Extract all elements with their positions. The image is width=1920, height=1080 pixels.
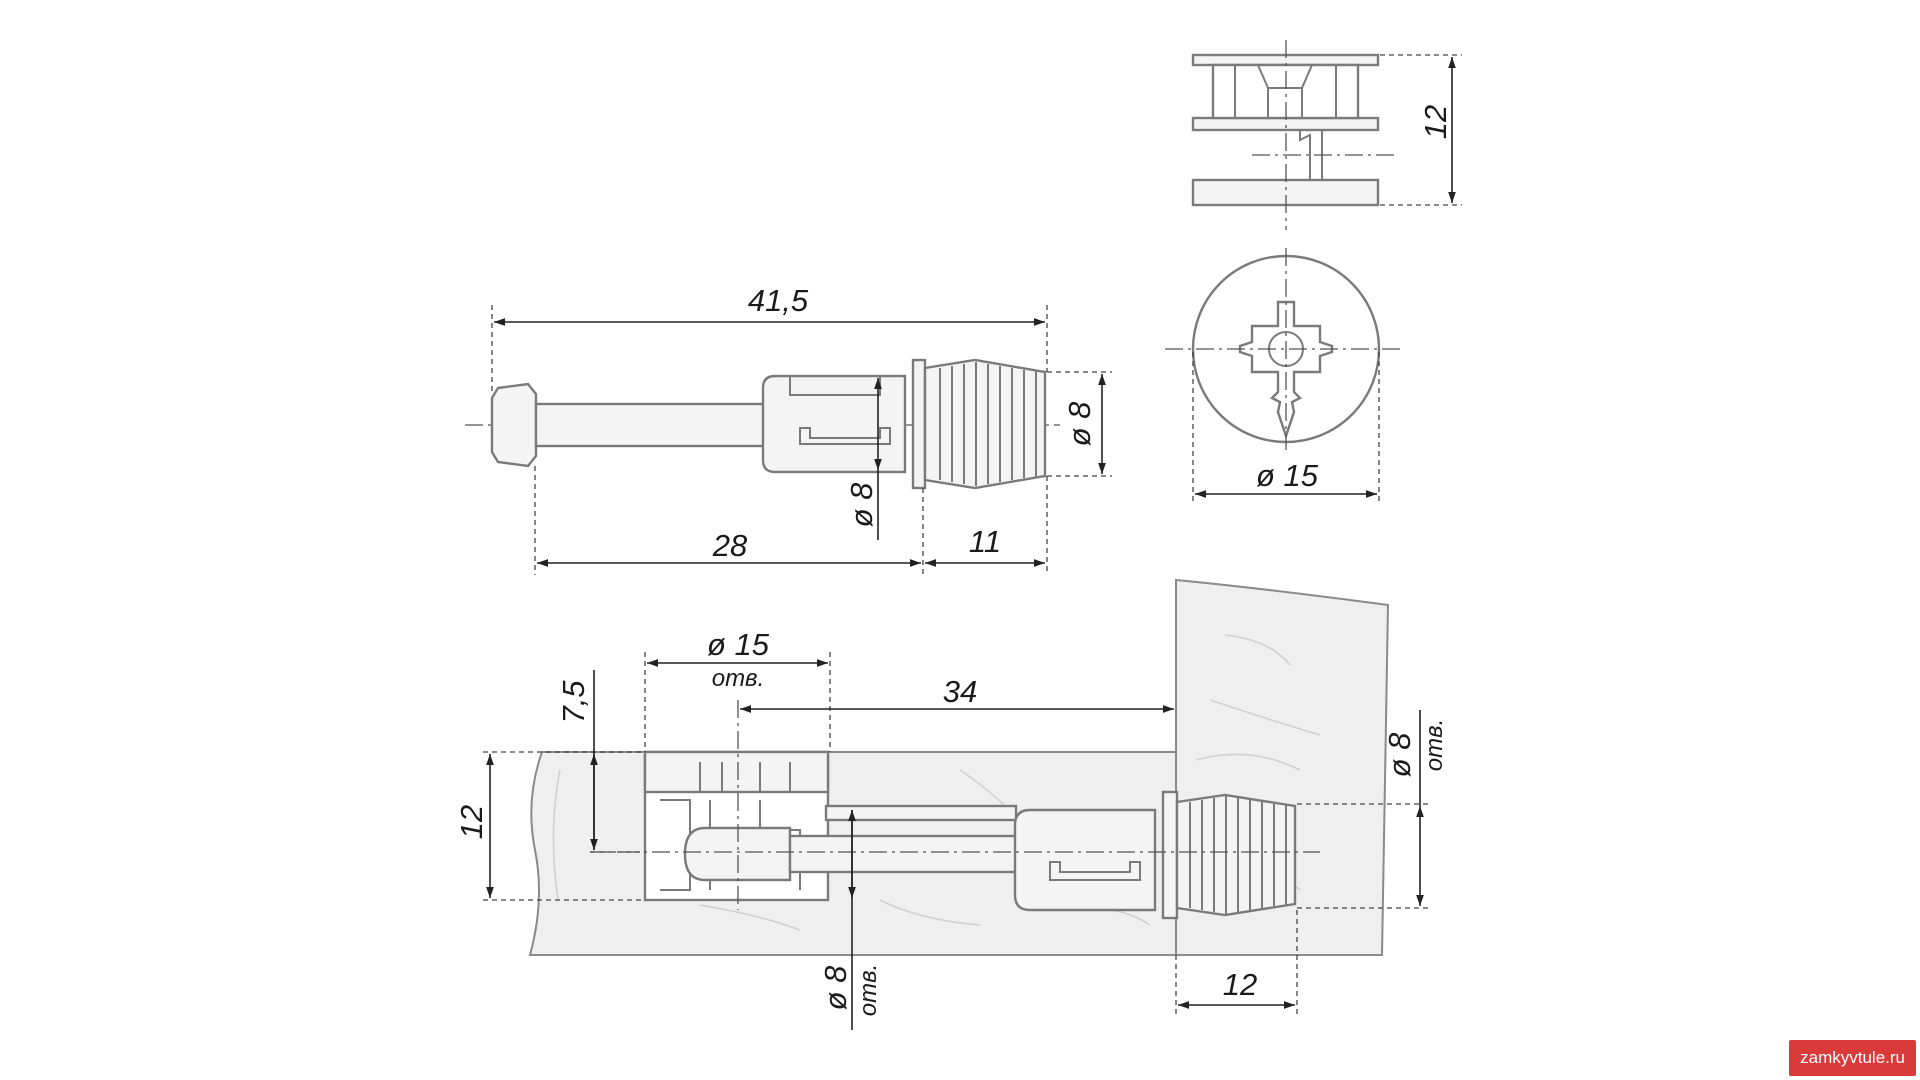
dowel-diameter-label: ø 8 bbox=[1062, 401, 1097, 447]
bolt-side-view: 41,5 ø 8 ø 8 28 11 bbox=[465, 283, 1112, 575]
collar-diameter-label: ø 8 bbox=[844, 482, 879, 528]
bolt-length-label: 28 bbox=[712, 528, 748, 563]
bolt-hole-diameter-label: ø 8 bbox=[818, 965, 853, 1011]
board-thickness-label: 12 bbox=[454, 805, 489, 839]
bolt-hole-label: отв. bbox=[855, 964, 882, 1017]
watermark-badge: zamkyvtule.ru bbox=[1789, 1040, 1916, 1076]
cam-hole-diameter-label: ø 15 bbox=[707, 627, 770, 662]
edge-distance-label: 34 bbox=[943, 674, 977, 709]
cam-height-label: 12 bbox=[1418, 105, 1453, 139]
dowel-length-label: 11 bbox=[969, 524, 1001, 559]
total-length-label: 41,5 bbox=[748, 283, 809, 318]
cam-side-view: 12 bbox=[1191, 40, 1462, 230]
cam-hole-label: отв. bbox=[712, 665, 765, 692]
assembly-view: ø 15 отв. 34 12 7,5 ø 8 отв. ø 8 отв. 12 bbox=[454, 578, 1448, 1030]
cam-offset-label: 7,5 bbox=[556, 680, 591, 724]
dowel-hole-label: отв. bbox=[1421, 719, 1448, 772]
dowel-hole-diameter-label: ø 8 bbox=[1382, 732, 1417, 778]
dowel-depth-label: 12 bbox=[1223, 967, 1257, 1002]
cam-front-view: ø 15 bbox=[1165, 248, 1400, 505]
cam-diameter-label: ø 15 bbox=[1256, 458, 1319, 493]
